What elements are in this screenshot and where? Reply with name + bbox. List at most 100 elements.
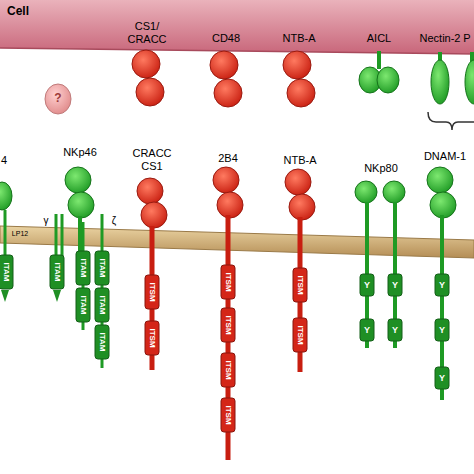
ligands-part xyxy=(283,51,311,79)
target-cell-membrane xyxy=(0,0,474,54)
ligands-part xyxy=(465,60,474,104)
receptor-name: 2B4 xyxy=(218,152,238,165)
itam-motif: ITAM xyxy=(97,259,106,278)
activating-receptors-green-part xyxy=(55,214,58,256)
ligand-name: AICL xyxy=(367,32,391,45)
activating-receptors-green-part xyxy=(95,288,109,322)
receptor-name: 4 xyxy=(1,154,7,167)
slam-receptors-red xyxy=(137,167,315,460)
tyrosine-motif: Y xyxy=(439,373,445,383)
activating-receptors-green-part xyxy=(388,274,402,296)
itam-motif: ITAM xyxy=(52,263,61,282)
ligands-part xyxy=(431,60,449,104)
activating-receptors-green-part xyxy=(383,181,405,203)
chain-name: γ xyxy=(44,215,49,227)
receptor-name: CRACC CS1 xyxy=(130,147,174,172)
activating-receptors-green-part xyxy=(435,319,449,341)
itam-motif: ITAM xyxy=(97,333,106,352)
unknown-ligand-mark: ? xyxy=(54,92,61,106)
itam-motif: ITAM xyxy=(1,263,10,282)
receptor-name: NKp80 xyxy=(364,162,398,175)
tyrosine-motif: Y xyxy=(392,325,398,335)
itam-motif: ITAM xyxy=(97,296,106,315)
itsm-motif: ITSM xyxy=(295,275,304,294)
receptor-name: NKp46 xyxy=(63,146,97,159)
ligands-part xyxy=(45,84,71,114)
slam-receptors-red-part xyxy=(217,192,243,218)
ligand-name: Nectin-2 xyxy=(420,32,461,45)
ligands-part xyxy=(377,67,399,93)
itsm-motif: ITSM xyxy=(223,272,232,291)
activating-receptors-green-part xyxy=(68,192,94,218)
itsm-motif: ITSM xyxy=(223,405,232,424)
activating-receptors-green-part xyxy=(1,290,9,302)
activating-receptors-green-part xyxy=(53,290,61,302)
tyrosine-motif: Y xyxy=(364,280,370,290)
ligands xyxy=(45,50,474,130)
ligands-part xyxy=(136,78,164,106)
slam-receptors-red-part xyxy=(293,318,307,352)
slam-receptors-red-part xyxy=(213,167,239,193)
activating-receptors-green-part xyxy=(360,274,374,296)
activating-receptors-green-part xyxy=(50,255,64,289)
ligands-part xyxy=(377,51,381,69)
activating-receptors-green-part xyxy=(388,319,402,341)
activating-receptors-green-part xyxy=(95,325,109,359)
slam-receptors-red-part xyxy=(293,268,307,302)
itsm-motif: ITSM xyxy=(223,360,232,379)
target-cell-membrane-part xyxy=(0,48,474,54)
slam-receptors-red-part xyxy=(137,178,163,204)
activating-receptors-green-part xyxy=(355,181,377,203)
activating-receptors-green xyxy=(0,167,456,400)
ligands-part xyxy=(132,50,160,78)
activating-receptors-green-part xyxy=(95,251,109,285)
slam-receptors-red-part xyxy=(141,202,167,228)
activating-receptors-green-part xyxy=(360,319,374,341)
itsm-motif: ITSM xyxy=(147,282,156,301)
itsm-motif: ITSM xyxy=(295,325,304,344)
cell-title: Cell xyxy=(7,5,29,19)
itam-motif: ITAM xyxy=(78,296,87,315)
receptor-name: NTB-A xyxy=(284,154,317,167)
tyrosine-motif: Y xyxy=(392,280,398,290)
nk-cell-membrane-part xyxy=(0,226,474,258)
target-cell-membrane-part xyxy=(0,0,474,54)
itsm-motif: ITSM xyxy=(147,328,156,347)
itsm-motif: ITSM xyxy=(223,315,232,334)
activating-receptors-green-part xyxy=(61,214,64,256)
slam-receptors-red-part xyxy=(145,275,159,309)
activating-receptors-green-part xyxy=(435,367,449,389)
ligand-name: CD48 xyxy=(212,32,240,45)
ligand-name: CS1/ CRACC xyxy=(125,20,169,45)
activating-receptors-green-part xyxy=(0,182,12,210)
receptor-name: DNAM-1 xyxy=(424,150,466,163)
chain-name: ζ xyxy=(112,215,116,227)
slam-receptors-red-part xyxy=(145,321,159,355)
slam-receptors-red-part xyxy=(221,265,235,299)
nk-cell-membrane xyxy=(0,226,474,258)
activating-receptors-green-part xyxy=(430,192,456,218)
activating-receptors-green-part xyxy=(4,210,7,256)
slam-receptors-red-part xyxy=(221,308,235,342)
activating-receptors-green-part xyxy=(78,216,82,252)
ligands-part xyxy=(210,51,238,79)
slam-receptors-red-part xyxy=(285,169,311,195)
ligand-name: NTB-A xyxy=(283,32,316,45)
activating-receptors-green-part xyxy=(76,251,90,285)
activating-receptors-green-part xyxy=(435,274,449,296)
activating-receptors-green-part xyxy=(76,288,90,322)
tyrosine-motif: Y xyxy=(439,325,445,335)
activating-receptors-green-part xyxy=(0,255,13,289)
adaptor-name: LP12 xyxy=(12,230,28,238)
tyrosine-motif: Y xyxy=(364,325,370,335)
slam-receptors-red-part xyxy=(221,353,235,387)
ligands-part xyxy=(214,79,242,107)
tyrosine-motif: Y xyxy=(439,280,445,290)
activating-receptors-green-part xyxy=(427,167,453,193)
slam-receptors-red-part xyxy=(221,398,235,432)
activating-receptors-green-part xyxy=(65,167,91,193)
itam-motif: ITAM xyxy=(78,259,87,278)
